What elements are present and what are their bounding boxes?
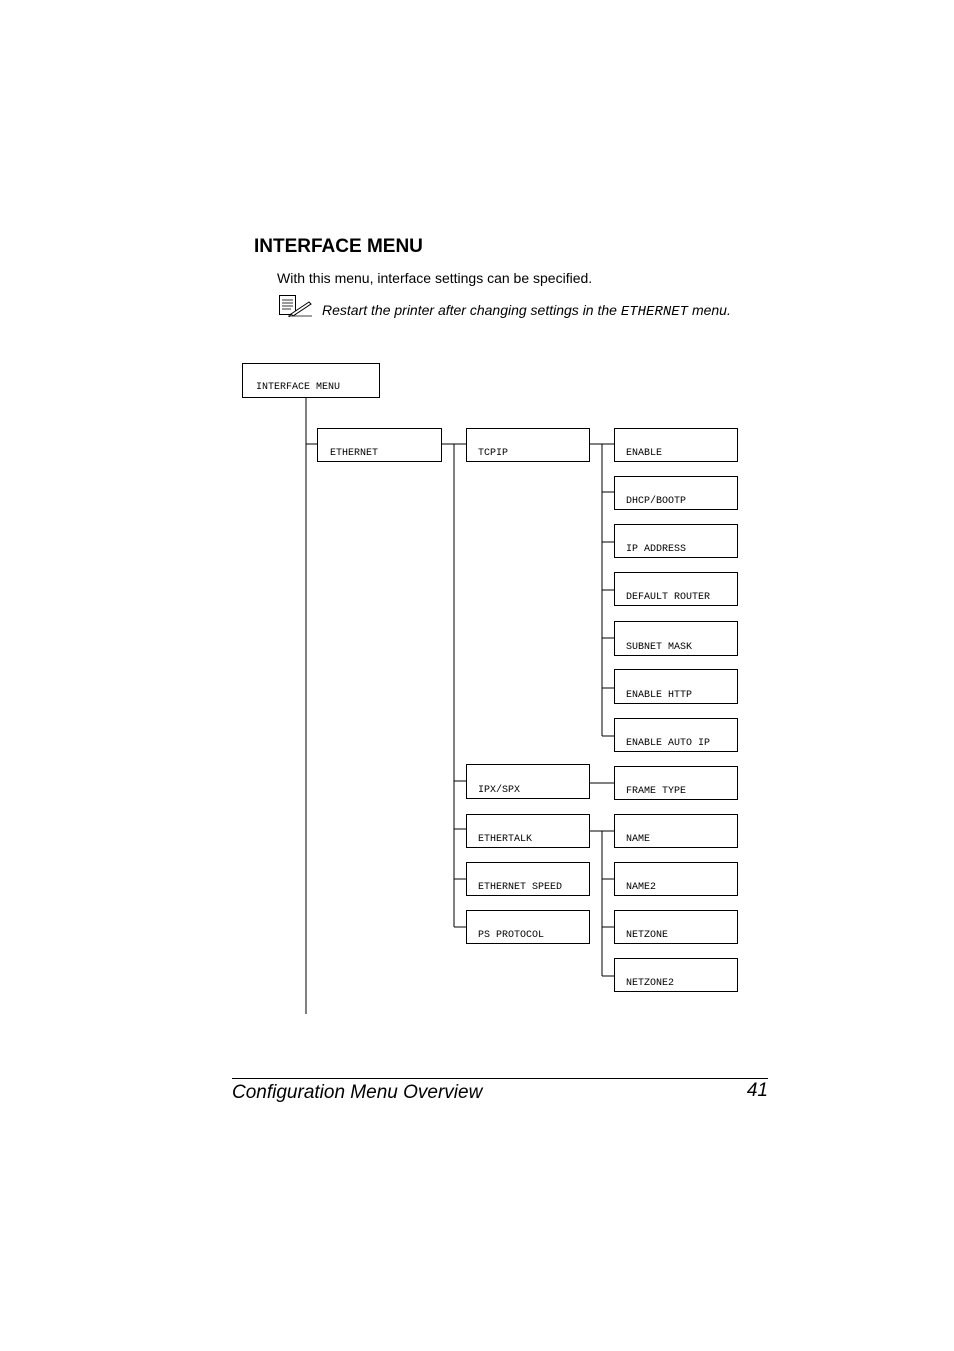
- node-label: TCPIP: [478, 448, 508, 459]
- node-label: IPX/SPX: [478, 784, 520, 796]
- node-label: DEFAULT ROUTER: [626, 592, 710, 603]
- node-label: NETZONE2: [626, 978, 674, 989]
- node-name: NAME: [614, 814, 738, 848]
- node-ip-address: IP ADDRESS: [614, 524, 738, 558]
- node-default-router: DEFAULT ROUTER: [614, 572, 738, 606]
- node-label: NAME: [626, 834, 650, 845]
- tree-connectors: [305, 397, 614, 1014]
- intro-text: With this menu, interface settings can b…: [277, 270, 593, 286]
- node-ipx-spx: IPX/SPX: [466, 764, 590, 799]
- node-label: ENABLE AUTO IP: [626, 738, 710, 749]
- node-frame-type: FRAME TYPE: [614, 766, 738, 800]
- node-ethernet-speed: ETHERNET SPEED: [466, 862, 590, 896]
- node-ps-protocol: PS PROTOCOL: [466, 910, 590, 944]
- node-enable: ENABLE: [614, 428, 738, 462]
- node-label: PS PROTOCOL: [478, 930, 544, 941]
- node-label: ETHERNET SPEED: [478, 882, 562, 893]
- node-enable-auto-ip: ENABLE AUTO IP: [614, 718, 738, 752]
- footer-title: Configuration Menu Overview: [232, 1082, 483, 1103]
- node-label: FRAME TYPE: [626, 786, 686, 797]
- note-text-pre: Restart the printer after changing setti…: [322, 302, 621, 318]
- node-netzone2: NETZONE2: [614, 958, 738, 992]
- node-ethernet: ETHERNET: [317, 428, 442, 462]
- node-enable-http: ENABLE HTTP: [614, 669, 738, 704]
- node-ethertalk: ETHERTALK: [466, 814, 590, 848]
- node-interface-menu: INTERFACE MENU: [242, 363, 380, 398]
- node-label: ENABLE: [626, 448, 662, 459]
- node-label: ETHERTALK: [478, 834, 532, 845]
- node-subnet-mask: SUBNET MASK: [614, 621, 738, 656]
- node-tcpip: TCPIP: [466, 428, 590, 462]
- page-number: 41: [746, 1080, 768, 1101]
- node-label: IP ADDRESS: [626, 544, 686, 555]
- note-code: ETHERNET: [620, 304, 689, 320]
- footer-rule: [232, 1078, 768, 1079]
- node-label: SUBNET MASK: [626, 642, 692, 653]
- node-label: DHCP/BOOTP: [626, 495, 686, 507]
- note-text-post: menu.: [688, 302, 731, 318]
- section-heading: INTERFACE MENU: [254, 236, 423, 257]
- node-label: NAME2: [626, 882, 656, 893]
- note-text: Restart the printer after changing setti…: [322, 302, 731, 320]
- node-netzone: NETZONE: [614, 910, 738, 944]
- node-dhcp-bootp: DHCP/BOOTP: [614, 476, 738, 510]
- note-pencil-icon: [279, 295, 312, 318]
- node-label: NETZONE: [626, 930, 668, 941]
- node-name2: NAME2: [614, 862, 738, 896]
- node-label: ENABLE HTTP: [626, 690, 692, 701]
- node-label: INTERFACE MENU: [256, 382, 340, 393]
- node-label: ETHERNET: [330, 448, 378, 459]
